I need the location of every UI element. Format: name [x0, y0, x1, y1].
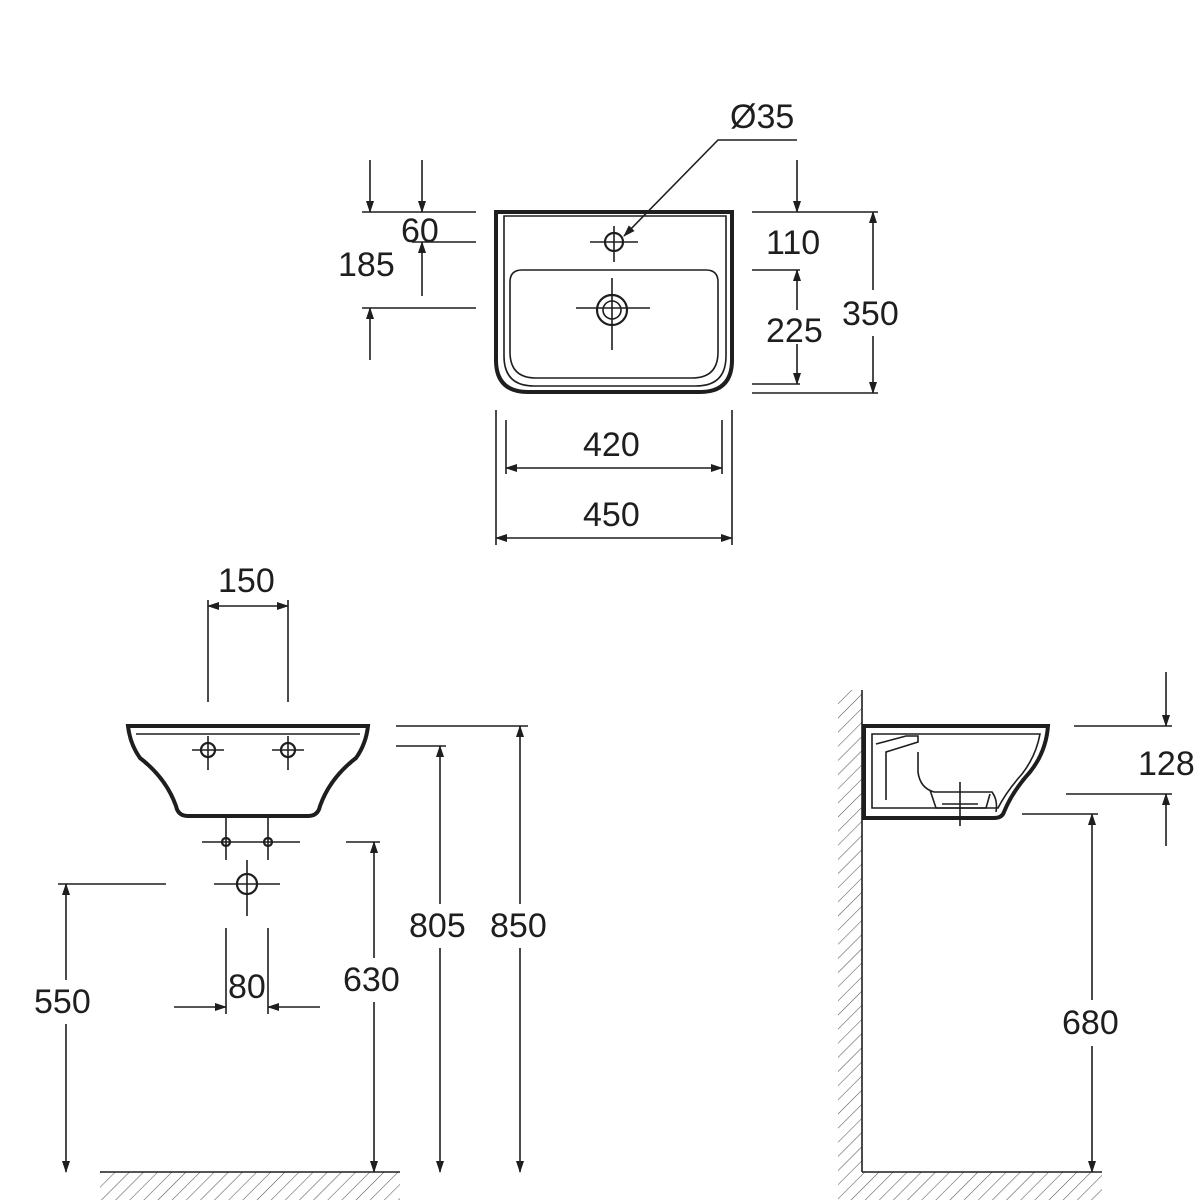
dim-150: 150 — [218, 562, 275, 600]
dim-450: 450 — [583, 496, 640, 534]
front-outlet — [214, 860, 280, 916]
dim-630: 630 — [343, 961, 400, 999]
basin-side-outline — [862, 724, 1051, 820]
dim-80: 80 — [228, 968, 266, 1006]
side-view: 128 680 — [838, 672, 1195, 1200]
dim-550: 550 — [34, 983, 91, 1021]
tap-hole — [590, 226, 638, 262]
floor-hatch-front — [100, 1172, 400, 1200]
dim-185: 185 — [338, 246, 395, 284]
basin-side-inner — [871, 733, 1041, 809]
front-view: 150 80 550 630 805 — [34, 562, 547, 1200]
dim-350: 350 — [842, 295, 899, 333]
front-tap-hole-right — [272, 736, 304, 770]
floor-hatch-side — [862, 1172, 1102, 1200]
dim-128: 128 — [1138, 745, 1195, 783]
front-tap-hole-left — [192, 736, 224, 770]
top-view: Ø35 60 185 110 225 350 — [338, 98, 899, 545]
dim-420: 420 — [583, 426, 640, 464]
basin-top-bowl — [503, 215, 727, 387]
dim-680: 680 — [1062, 1004, 1119, 1042]
dim-850: 850 — [490, 907, 547, 945]
wall-hatch — [838, 690, 862, 1200]
dim-110: 110 — [766, 224, 820, 262]
basin-top-outline — [494, 210, 734, 394]
basin-front-outline — [125, 724, 371, 818]
diameter-leader — [623, 139, 797, 237]
dim-225: 225 — [766, 312, 823, 350]
basin-top-inner-rim — [509, 269, 719, 379]
drain-hole — [576, 278, 650, 350]
dim-60: 60 — [401, 212, 439, 250]
dim-805: 805 — [409, 907, 466, 945]
dim-hole-diameter: Ø35 — [730, 98, 794, 136]
